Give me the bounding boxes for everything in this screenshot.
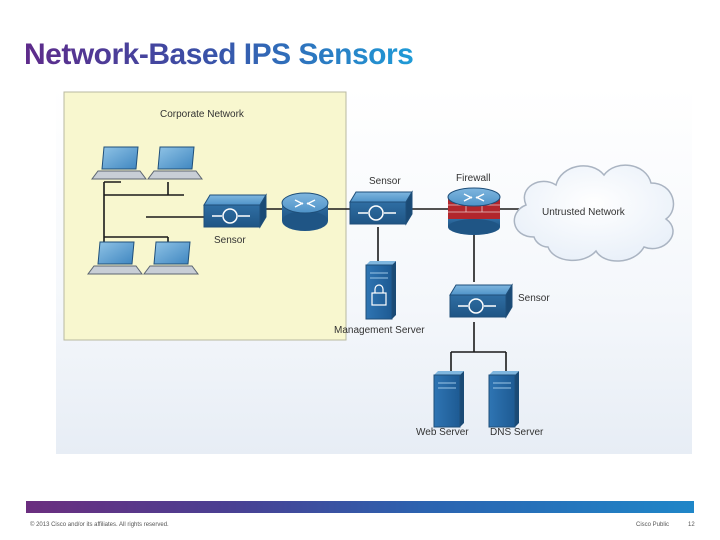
laptop-icon: [87, 241, 143, 275]
sensor-dmz-label: Sensor: [518, 293, 550, 304]
router-icon: [281, 192, 329, 231]
cloud-label: Untrusted Network: [542, 207, 626, 218]
sensor-internal-label: Sensor: [214, 235, 246, 246]
laptop-icon: [143, 241, 199, 275]
slide-title: Network-Based IPS Sensors: [24, 38, 414, 71]
cloud-icon: [513, 164, 675, 262]
web-server-icon: [433, 371, 464, 428]
management-server-label: Management Server: [334, 325, 425, 336]
web-server-label: Web Server: [416, 427, 469, 438]
firewall-label: Firewall: [456, 173, 490, 184]
footer-classification: Cisco Public: [636, 522, 670, 528]
footer-copyright: © 2013 Cisco and/or its affiliates. All …: [30, 522, 169, 528]
network-diagram: Corporate Network: [56, 87, 692, 454]
diagram-canvas: Corporate Network: [63, 91, 675, 438]
sensor-top-label: Sensor: [369, 176, 401, 187]
firewall-icon: [447, 187, 501, 235]
sensor-icon: [349, 190, 413, 226]
sensor-icon: [449, 283, 513, 319]
dns-server-label: DNS Server: [490, 427, 544, 438]
sensor-icon: [203, 193, 267, 229]
page-number: 12: [688, 522, 695, 528]
corporate-network-label: Corporate Network: [160, 109, 245, 120]
footer-bar: [26, 501, 694, 513]
laptop-icon: [91, 146, 147, 180]
laptop-icon: [147, 146, 203, 180]
dns-server-icon: [488, 371, 519, 428]
management-server-icon: [365, 261, 396, 320]
